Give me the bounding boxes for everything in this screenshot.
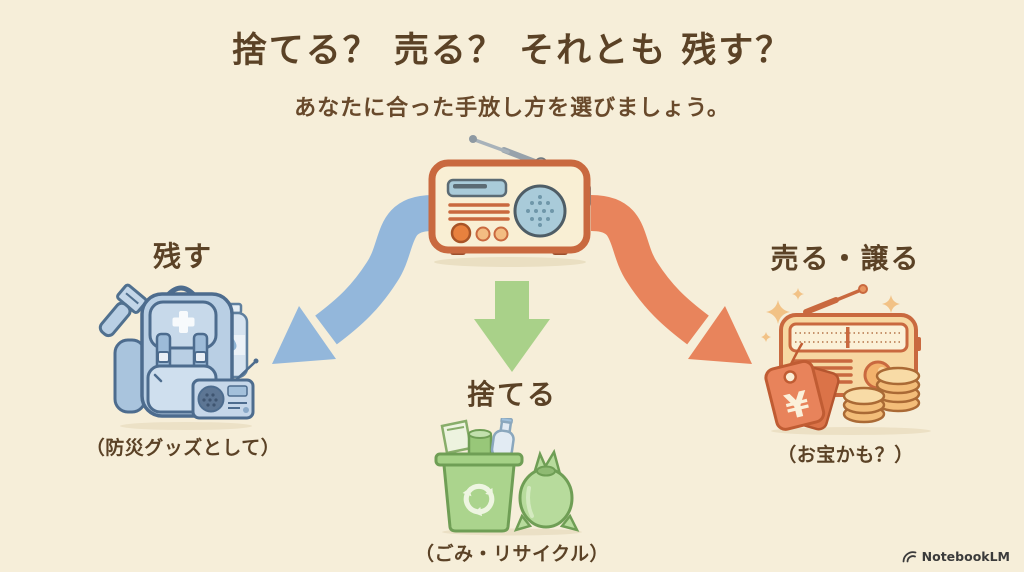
radio-vent-lines	[448, 203, 510, 221]
page-title: 捨てる？ 売る？ それとも 残す？	[231, 31, 793, 71]
backpack-illustration	[98, 283, 259, 430]
radio-shadow	[434, 257, 586, 267]
option-sell: 売る・譲る	[728, 237, 963, 467]
option-keep: 残す	[58, 235, 308, 460]
arrow-sell-head	[688, 306, 752, 364]
radio-speaker-dots	[526, 195, 554, 227]
coin-stacks-icon	[842, 366, 920, 424]
option-discard: 捨てる	[392, 373, 632, 566]
sell-radio-illustration: ¥	[760, 284, 931, 435]
small-radio-icon	[191, 358, 259, 420]
arrow-sell-curve	[589, 195, 709, 345]
radio-speaker	[513, 184, 567, 238]
option-sell-figure: ¥	[728, 282, 963, 437]
radio-knob-large	[450, 222, 472, 244]
radio-display-slot	[453, 184, 487, 189]
footer-brand-text: NotebookLM	[921, 549, 1010, 564]
arrow-sell	[589, 195, 752, 364]
arrow-discard-head	[474, 319, 550, 372]
trash-bag-icon	[513, 448, 580, 532]
radio-knob-small	[475, 226, 491, 242]
trash-recycle-illustration	[434, 416, 582, 536]
flashlight-icon	[98, 283, 148, 338]
option-discard-label: 捨てる	[466, 378, 557, 411]
option-sell-label: 売る・譲る	[770, 242, 921, 275]
sell-radio-antenna-icon	[802, 284, 868, 315]
dial-needle	[845, 327, 849, 348]
option-discard-caption: （ごみ・リサイクル）	[414, 543, 610, 565]
recycle-bin-icon	[434, 452, 524, 533]
arrow-keep	[272, 195, 435, 364]
can-icon	[467, 429, 493, 457]
option-keep-figure	[58, 280, 308, 430]
zipper-pull	[153, 373, 163, 383]
option-discard-figure	[392, 416, 632, 536]
retro-radio-illustration	[428, 135, 591, 267]
footer-brand: NotebookLM	[902, 549, 1010, 564]
option-keep-label: 残す	[152, 240, 213, 273]
notebooklm-logo-icon	[902, 551, 917, 563]
center-item	[428, 133, 593, 268]
option-keep-caption: （防災グッズとして）	[85, 437, 281, 459]
price-tag-icon: ¥	[763, 342, 840, 431]
arrow-keep-curve	[315, 195, 435, 345]
header: 捨てる？ 売る？ それとも 残す？ あなたに合った手放し方を選びましょう。	[0, 22, 1024, 122]
paper-scrap-icon	[440, 419, 473, 455]
arrow-discard	[474, 281, 550, 372]
option-sell-caption: （お宝かも？）	[777, 444, 914, 466]
radio-knob-small	[493, 226, 509, 242]
page-subtitle: あなたに合った手放し方を選びましょう。	[294, 96, 730, 121]
arrow-keep-head	[272, 306, 336, 364]
first-aid-cross-icon	[172, 311, 195, 333]
recycle-symbol-icon	[462, 483, 495, 517]
